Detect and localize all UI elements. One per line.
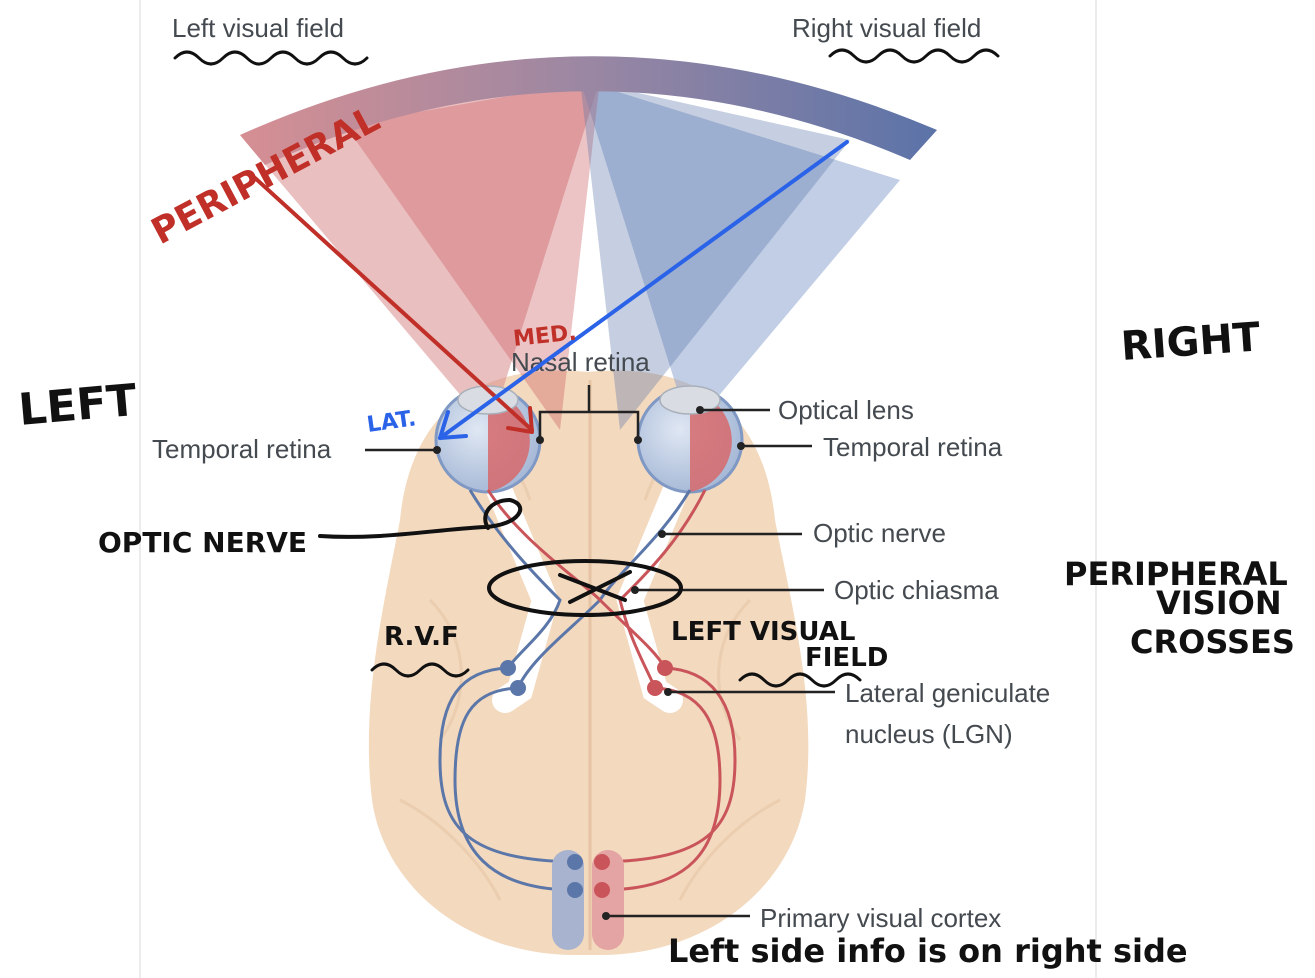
- leader-lines: [365, 385, 835, 920]
- label-nasal-retina: Nasal retina: [511, 347, 650, 377]
- annotation-peripheral-vision-line3: CROSSES: [1130, 623, 1295, 661]
- squiggle-under-left-visual-field: [173, 50, 369, 66]
- primary-visual-cortex: [552, 850, 624, 950]
- lgn-red-node-2: [647, 680, 663, 696]
- annotation-peripheral-vision-line2: VISION: [1156, 584, 1282, 622]
- squiggle-under-left-visual-field-note: [738, 672, 862, 688]
- lgn-red-node-1: [657, 660, 673, 676]
- lgn-blue-node-2: [510, 680, 526, 696]
- left-eye: [434, 385, 542, 494]
- annotation-right: RIGHT: [1119, 314, 1262, 370]
- annotation-rvf: R.V.F: [384, 622, 459, 652]
- annotation-optic-nerve: OPTIC NERVE: [98, 526, 307, 559]
- right-eye: [636, 385, 744, 494]
- label-optic-nerve: Optic nerve: [813, 518, 946, 548]
- annotation-left-visual-field-line2: FIELD: [805, 643, 888, 673]
- squiggle-under-rvf: [370, 662, 470, 678]
- visual-field-cones: [240, 80, 900, 430]
- annotation-peripheral-vision-line1: PERIPHERAL: [1064, 555, 1288, 593]
- visual-field-arc: [240, 56, 937, 165]
- squiggle-under-right-visual-field: [828, 48, 1000, 64]
- left-eye-field-cone: [240, 80, 600, 430]
- annotation-lat: LAT.: [365, 406, 417, 438]
- right-field-blue-core: [580, 80, 850, 430]
- label-optic-chiasma: Optic chiasma: [834, 575, 999, 605]
- red-optic-pathway-1: [486, 489, 737, 864]
- right-eye-field-cone: [580, 80, 900, 430]
- label-lgn-line1: Lateral geniculate: [845, 678, 1050, 708]
- label-primary-visual-cortex: Primary visual cortex: [760, 903, 1001, 933]
- label-temporal-retina-left: Temporal retina: [152, 434, 332, 464]
- neural-pathways: [438, 489, 737, 892]
- label-temporal-retina-right: Temporal retina: [823, 432, 1003, 462]
- handwritten-strokes: [173, 48, 1000, 688]
- brain-outline: [368, 370, 809, 955]
- optic-chiasma-circle: [487, 559, 683, 617]
- chiasma-cross-mark: [558, 570, 632, 604]
- blue-optic-pathway-1: [438, 489, 576, 864]
- annotation-left-visual-field-line1: LEFT VISUAL: [671, 617, 855, 647]
- label-lgn-line2: nucleus (LGN): [845, 719, 1013, 749]
- optic-nerve-pointer-line: [318, 498, 523, 539]
- annotation-left: LEFT: [17, 375, 139, 436]
- label-left-visual-field: Left visual field: [172, 13, 344, 43]
- right-optical-lens-icon: [659, 385, 721, 415]
- peripheral-red-arrow: [253, 176, 534, 432]
- annotation-bottom-note: Left side info is on right side: [668, 932, 1188, 970]
- label-right-visual-field: Right visual field: [792, 13, 981, 43]
- lateral-blue-arrow: [438, 140, 849, 440]
- left-field-red-core: [345, 80, 600, 430]
- lgn-blue-node-1: [500, 660, 516, 676]
- label-optical-lens: Optical lens: [778, 395, 914, 425]
